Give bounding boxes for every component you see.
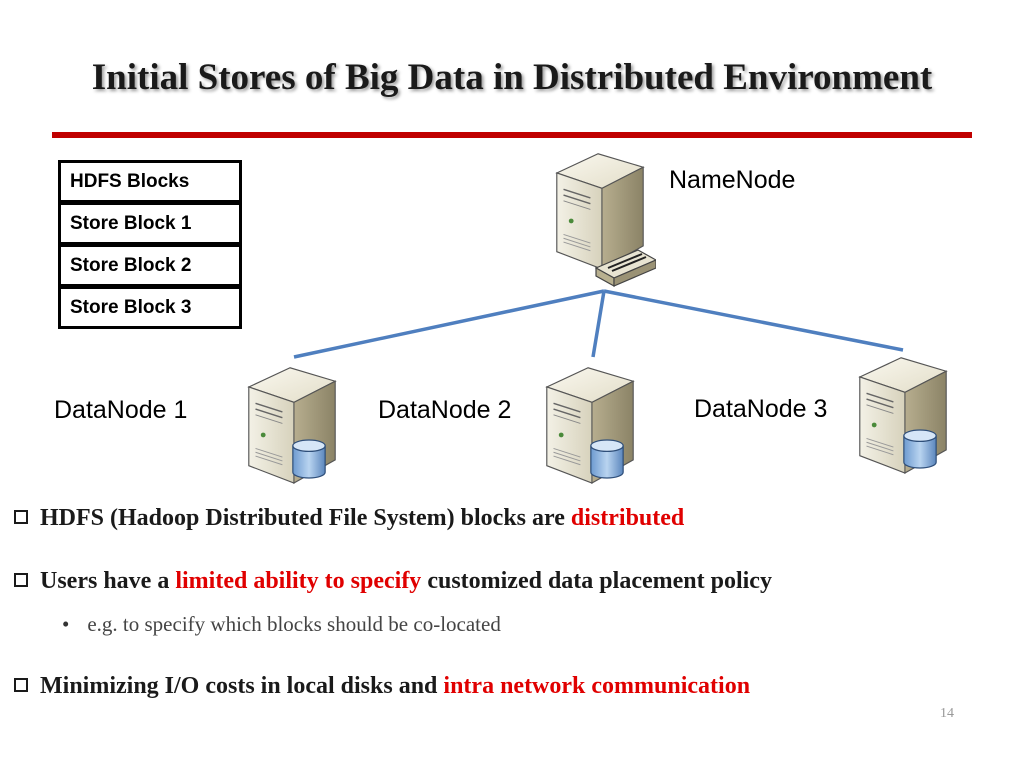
namenode-server-icon [552, 146, 658, 292]
connector-datanode-1 [293, 289, 605, 359]
blocks-table-row: Store Block 3 [58, 286, 242, 329]
bullet-2: Users have a limited ability to specify … [14, 568, 772, 595]
datanode-3-server-icon [855, 350, 955, 480]
connector-datanode-3 [603, 289, 904, 352]
bullet-2-highlight: limited ability to specify [175, 568, 422, 594]
checkbox-bullet-icon [14, 510, 28, 524]
page-number: 14 [940, 706, 954, 721]
bullet-1: HDFS (Hadoop Distributed File System) bl… [14, 505, 684, 532]
dot-bullet-icon: • [62, 612, 70, 636]
bullet-2-text: Users have a [40, 568, 176, 594]
datanode-1-server-icon [244, 360, 344, 490]
connector-datanode-2 [591, 290, 606, 358]
bullet-3: Minimizing I/O costs in local disks and … [14, 673, 750, 700]
datanode-1-label: DataNode 1 [54, 396, 188, 424]
checkbox-bullet-icon [14, 678, 28, 692]
datanode-2-server-icon [542, 360, 642, 490]
datanode-3-label: DataNode 3 [694, 395, 828, 423]
hdfs-blocks-table: HDFS Blocks Store Block 1 Store Block 2 … [58, 160, 242, 329]
datanode-2-label: DataNode 2 [378, 396, 512, 424]
checkbox-bullet-icon [14, 573, 28, 587]
bullet-3-text: Minimizing I/O costs in local disks and [40, 673, 444, 699]
bullet-2-text-end: customized data placement policy [421, 568, 772, 594]
disk-drive-icon [594, 249, 658, 288]
blocks-table-row: Store Block 2 [58, 244, 242, 287]
blocks-table-row: Store Block 1 [58, 202, 242, 245]
title-underline [52, 132, 972, 138]
slide-title: Initial Stores of Big Data in Distribute… [91, 57, 933, 98]
bullet-1-text: HDFS (Hadoop Distributed File System) bl… [40, 505, 571, 531]
blocks-table-header: HDFS Blocks [58, 160, 242, 203]
bullet-1-highlight: distributed [570, 505, 685, 531]
namenode-label: NameNode [669, 166, 796, 194]
sub-bullet: • e.g. to specify which blocks should be … [62, 612, 501, 637]
sub-bullet-text: e.g. to specify which blocks should be c… [87, 612, 501, 636]
bullet-3-highlight: intra network communication [443, 673, 751, 699]
